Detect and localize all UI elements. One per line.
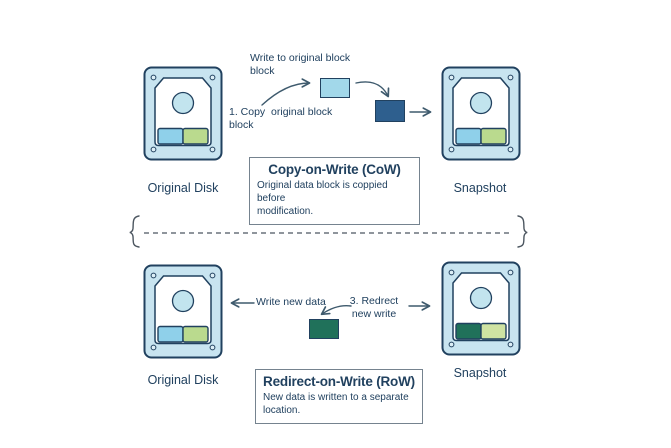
right-brace	[517, 215, 528, 248]
cow-description: Original data block is coppied before mo…	[257, 180, 388, 217]
row-title: Redirect-on-Write (RoW)	[263, 374, 415, 389]
screw-icon	[448, 269, 455, 276]
screw-icon	[209, 74, 216, 81]
data-block-right	[480, 127, 507, 145]
platter-icon	[469, 91, 493, 115]
screw-icon	[209, 272, 216, 279]
move-block-curve-arrow	[355, 81, 390, 98]
copied-block-icon	[320, 78, 350, 98]
redirect-annotation: 3. Redrect new write	[349, 295, 399, 320]
platter-icon	[469, 286, 493, 310]
screw-icon	[209, 344, 216, 351]
data-block-left	[157, 325, 184, 343]
screw-icon	[150, 272, 157, 279]
screw-icon	[448, 341, 455, 348]
cow-info-box: Copy-on-Write (CoW) Original data block …	[249, 157, 420, 225]
original-disk-label-row: Original Disk	[147, 373, 219, 387]
data-block-right	[182, 127, 209, 145]
left-brace	[129, 215, 140, 248]
platter-icon	[171, 289, 195, 313]
screw-icon	[150, 146, 157, 153]
cow-title: Copy-on-Write (CoW)	[268, 162, 401, 177]
original-disk-icon-row	[143, 264, 223, 359]
write-to-original-annotation: Write to original block block	[250, 52, 351, 77]
original-disk-label-cow: Original Disk	[147, 181, 219, 195]
write-new-data-annotation: Write new data	[256, 296, 326, 308]
new-data-block-icon	[309, 319, 339, 339]
screw-icon	[507, 269, 514, 276]
row-info-box: Redirect-on-Write (RoW) New data is writ…	[255, 369, 423, 424]
snapshot-label-cow: Snapshot	[453, 181, 507, 195]
screw-icon	[150, 74, 157, 81]
row-description: New data is written to a separate locati…	[263, 392, 409, 416]
data-block-left	[157, 127, 184, 145]
snapshot-label-row: Snapshot	[453, 366, 507, 380]
original-disk-icon-cow	[143, 66, 223, 161]
screw-icon	[448, 146, 455, 153]
screw-icon	[507, 146, 514, 153]
data-block-right	[480, 322, 507, 340]
screw-icon	[507, 341, 514, 348]
screw-icon	[507, 74, 514, 81]
data-block-right	[182, 325, 209, 343]
screw-icon	[150, 344, 157, 351]
data-block-left	[455, 322, 482, 340]
snapshot-disk-icon-row	[441, 261, 521, 356]
copy-original-annotation: 1. Copy original block block	[229, 106, 333, 131]
original-block-icon	[375, 100, 405, 122]
screw-icon	[209, 146, 216, 153]
screw-icon	[448, 74, 455, 81]
copy-curve-arrow	[261, 78, 311, 106]
snapshot-disk-icon-cow	[441, 66, 521, 161]
data-block-left	[455, 127, 482, 145]
platter-icon	[171, 91, 195, 115]
